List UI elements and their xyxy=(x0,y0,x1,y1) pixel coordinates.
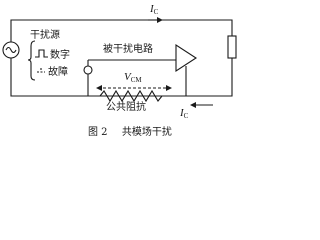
return-wire xyxy=(36,58,233,97)
bottom-current-label: IC xyxy=(180,108,188,120)
vcm-subscript: CM xyxy=(130,76,142,84)
digital-pulse-symbol xyxy=(35,49,48,58)
figure-title: 共模场干扰 xyxy=(121,127,172,138)
digital-label: 数字 xyxy=(50,50,70,61)
top-wire xyxy=(10,19,233,42)
source-sine-wave xyxy=(5,46,17,54)
top-current-symbol: I xyxy=(150,3,154,15)
fault-symbol xyxy=(37,68,45,73)
figure-caption: 图 2 共模场干扰 xyxy=(88,128,172,138)
vcm-label: VCM xyxy=(124,72,142,84)
bottom-current-arrowhead xyxy=(190,102,196,108)
bottom-current-symbol: I xyxy=(180,107,184,119)
top-current-label: IC xyxy=(150,4,158,16)
top-current-arrowhead xyxy=(157,17,163,23)
figure-number: 图 2 xyxy=(88,127,108,138)
fault-label: 故障 xyxy=(48,67,68,78)
source-brace xyxy=(27,40,36,81)
interference-source-label: 干扰源 xyxy=(30,30,60,41)
circuit-signal-symbol xyxy=(83,65,93,75)
vcm-symbol: V xyxy=(124,71,131,83)
common-impedance-label: 公共阻抗 xyxy=(106,102,146,113)
vcm-arrowhead-left xyxy=(96,85,102,91)
bottom-current-subscript: C xyxy=(183,112,189,120)
source-return-wire xyxy=(10,58,36,97)
vcm-arrowhead-right xyxy=(166,85,172,91)
common-impedance-symbol xyxy=(99,89,163,103)
amplifier-symbol xyxy=(175,43,198,73)
disturbed-circuit-label: 被干扰电路 xyxy=(103,44,153,55)
top-current-subscript: C xyxy=(153,8,159,16)
load-resistor xyxy=(227,35,237,59)
common-mode-interference-diagram xyxy=(2,17,237,108)
